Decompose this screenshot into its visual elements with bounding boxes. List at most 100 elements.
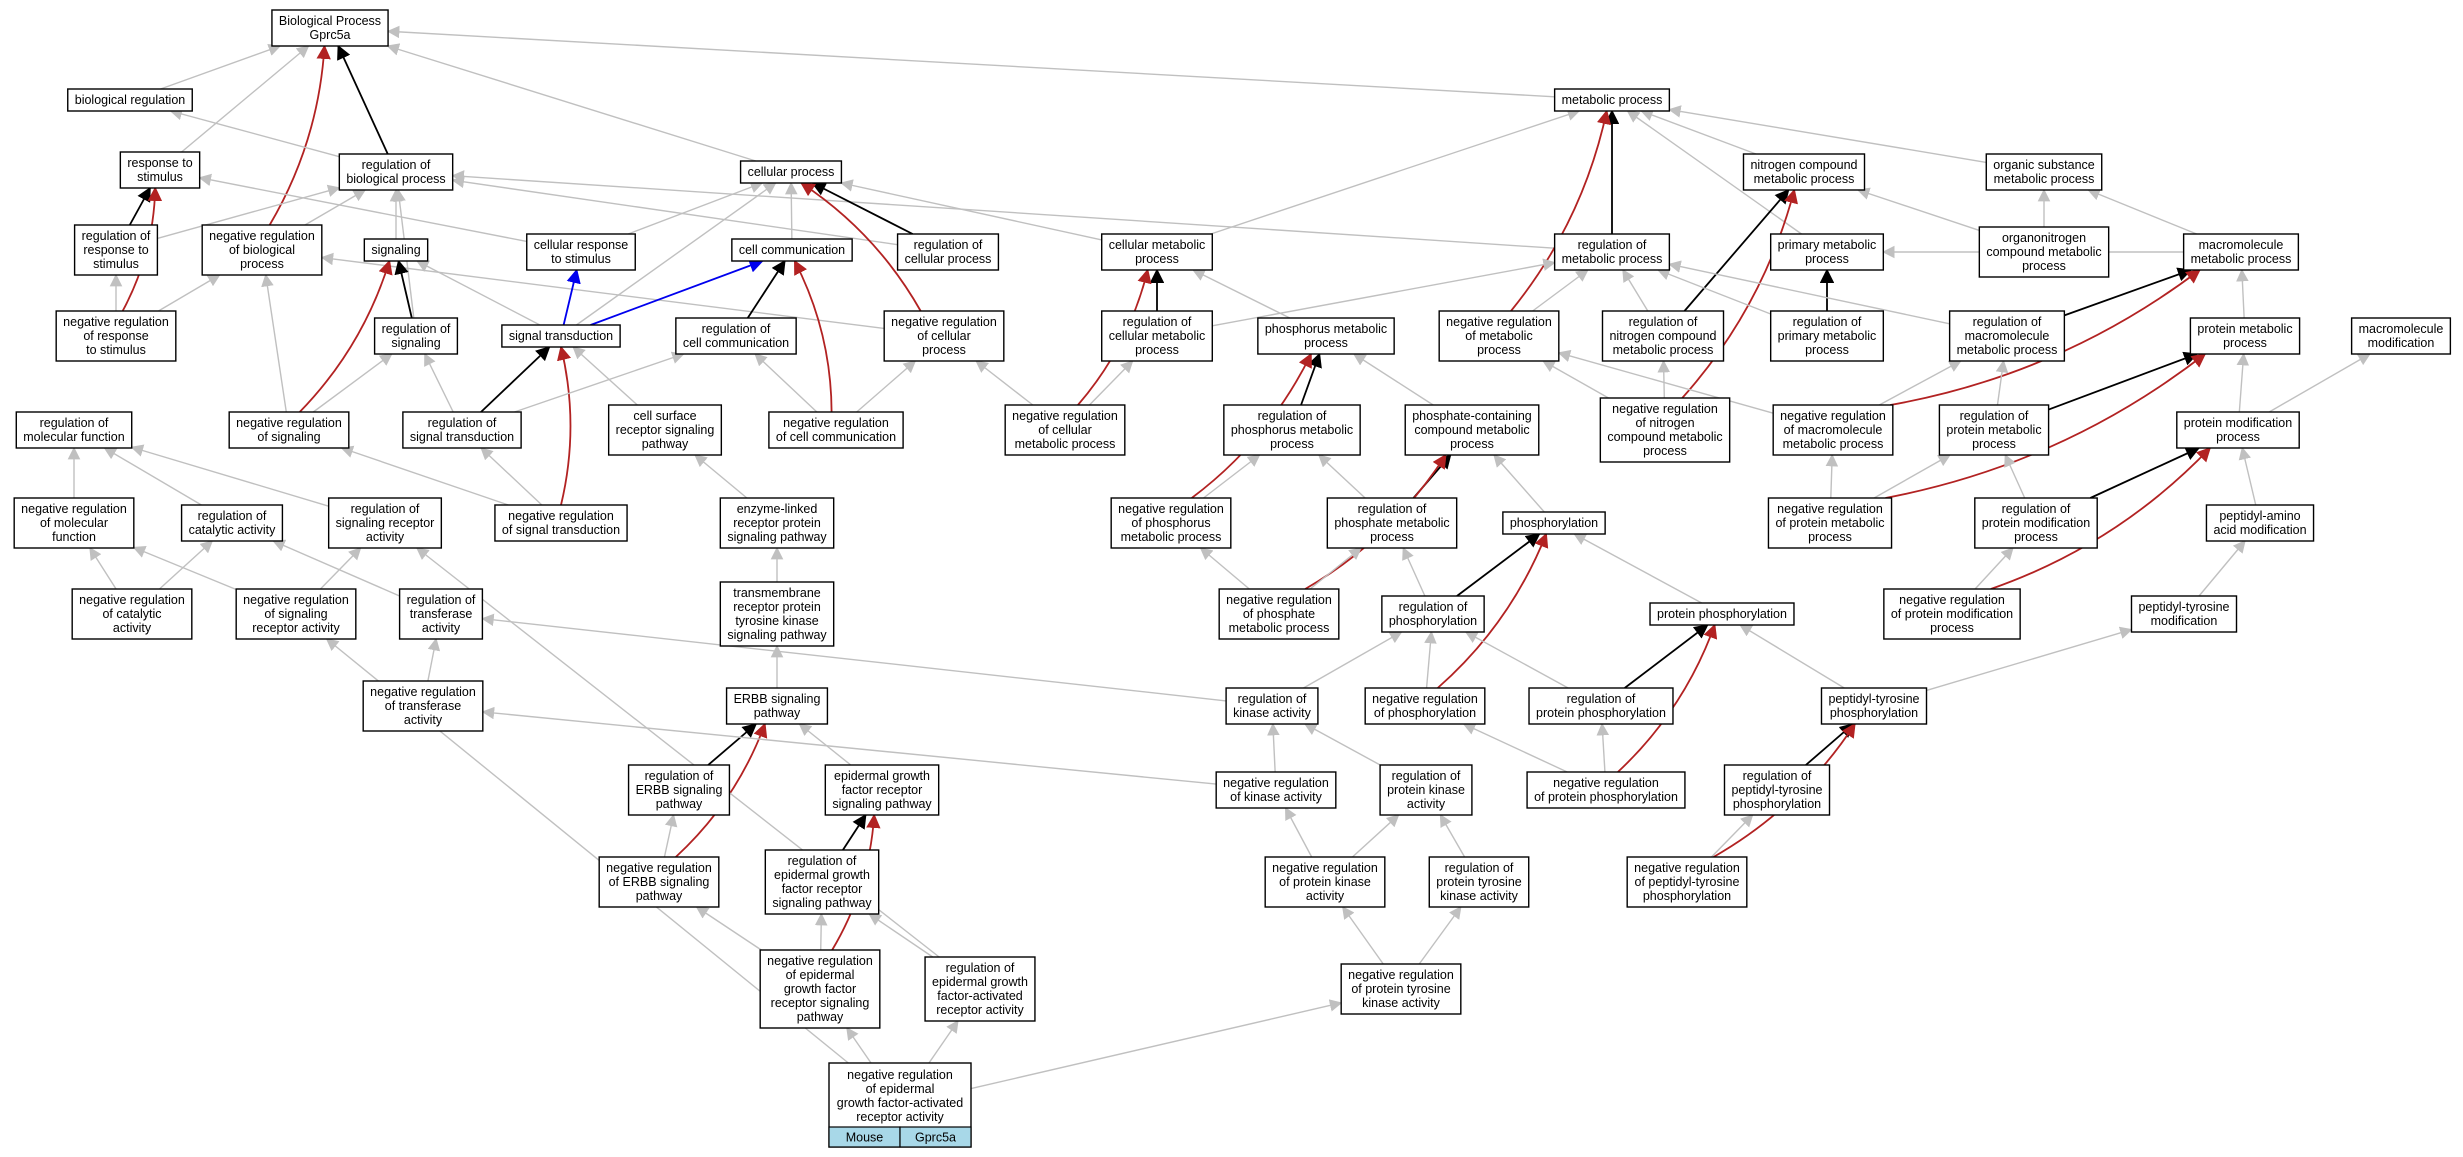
- source-term-node[interactable]: negative regulation of epidermal growth …: [828, 1062, 972, 1148]
- edge-is_a-cellresp-to-cellproc: [628, 181, 764, 235]
- term-label: regulation of: [362, 158, 431, 172]
- term-node-cellcomm[interactable]: cell communication: [731, 238, 853, 262]
- term-label: signaling pathway: [727, 530, 827, 544]
- edge-neg-negregnitro-to-nitro: [1681, 188, 1798, 399]
- term-box: [1438, 310, 1560, 362]
- term-box: [494, 504, 628, 542]
- term-node-bioreg[interactable]: biological regulation: [67, 88, 193, 112]
- term-label: negative regulation: [63, 315, 169, 329]
- term-node-protphos[interactable]: protein phosphorylation: [1649, 602, 1795, 626]
- term-node-metab[interactable]: metabolic process: [1553, 88, 1671, 112]
- term-node-signaling[interactable]: signaling: [363, 238, 429, 262]
- term-node-sigtrans[interactable]: signal transduction: [501, 324, 621, 348]
- term-label: process: [240, 257, 284, 271]
- term-node-phosphorylation[interactable]: phosphorylation: [1502, 511, 1606, 535]
- term-label: negative regulation: [1348, 968, 1454, 982]
- term-node-cellproc[interactable]: cellular process: [739, 160, 843, 184]
- edge-is_a-negregphosphate-to-regphosphate: [1309, 547, 1362, 590]
- term-label: metabolic process: [1562, 252, 1663, 266]
- term-label: process: [2022, 259, 2066, 273]
- edge-is_a-regprotphos-to-regphosphorylation: [1464, 631, 1569, 689]
- term-label: regulation of: [1567, 692, 1636, 706]
- term-node-regpeptyrphos[interactable]: regulation ofpeptidyl-tyrosinephosphoryl…: [1723, 764, 1831, 816]
- edge-is_a-regsigrec-to-regmolfn: [130, 444, 329, 507]
